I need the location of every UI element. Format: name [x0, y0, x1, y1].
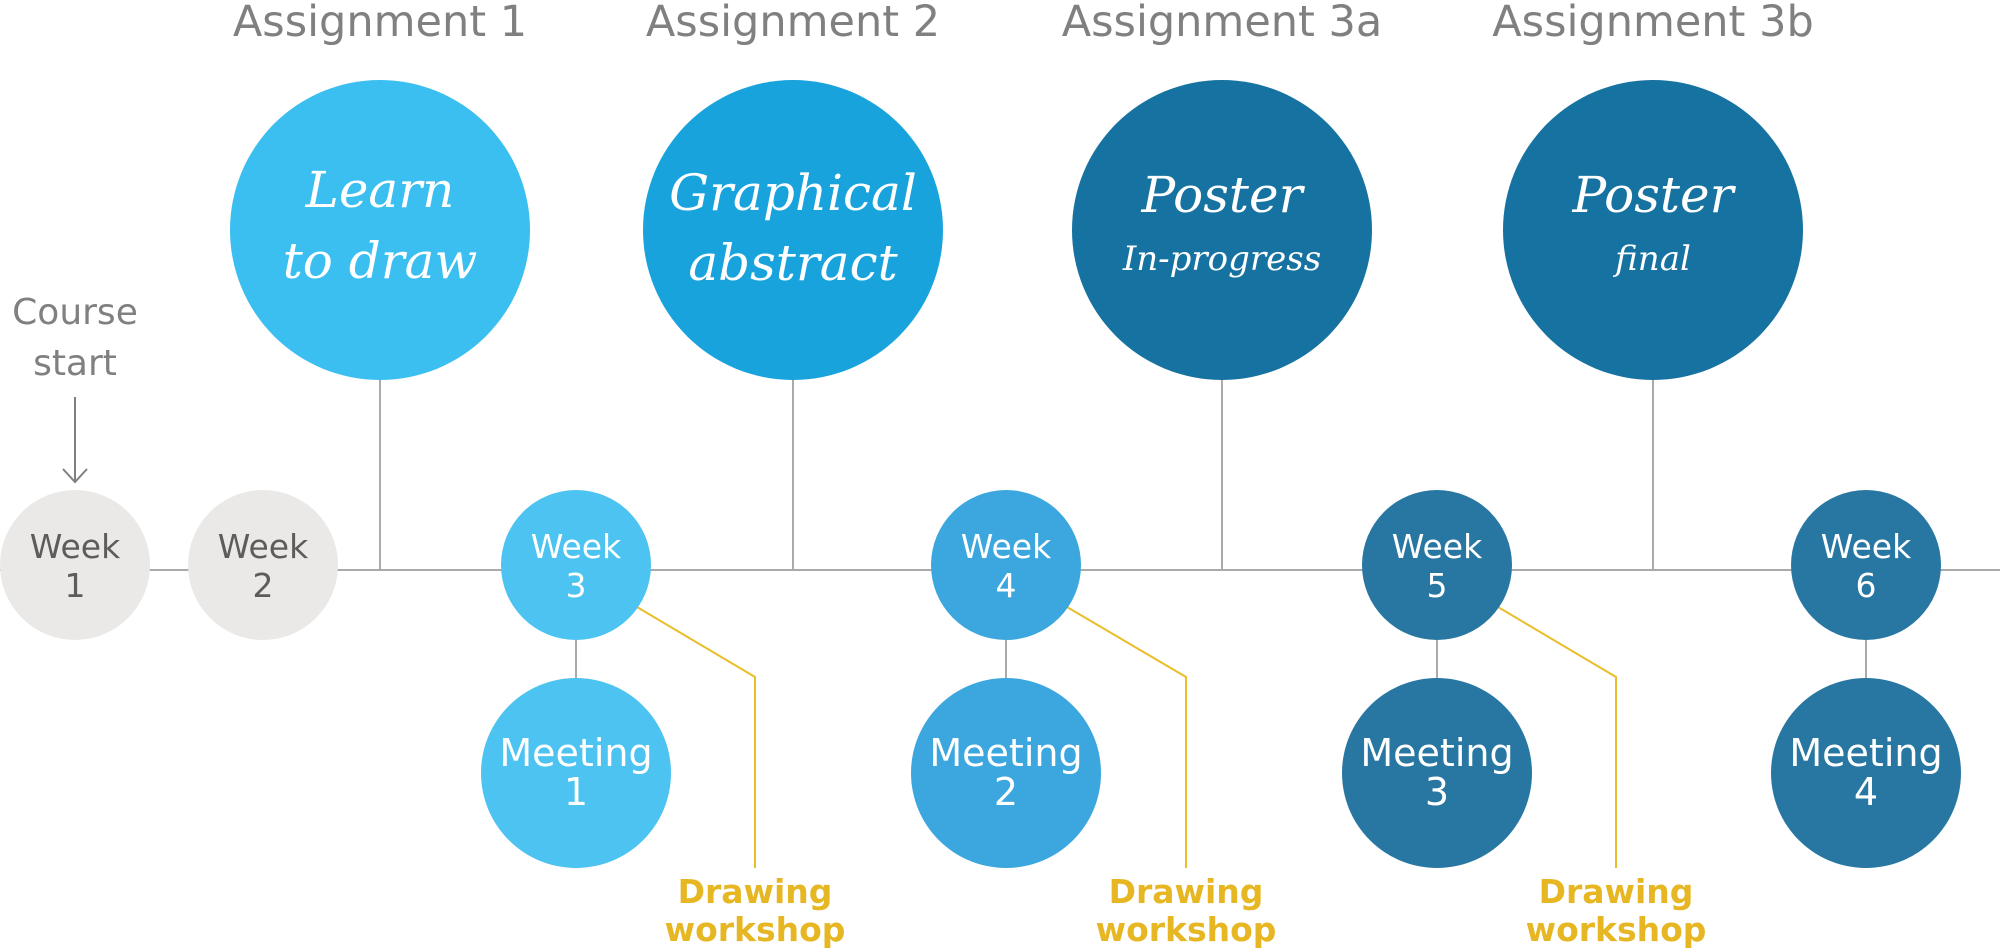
meeting-node-4[interactable]: Meeting 4: [1771, 678, 1961, 868]
meeting-number: 1: [564, 770, 588, 814]
meeting-circle[interactable]: [911, 678, 1101, 868]
week-circle[interactable]: [1791, 490, 1941, 640]
assignment-name-line2: to draw: [283, 232, 478, 290]
workshop-label-line1: Drawing: [1109, 872, 1264, 911]
week-number: 5: [1427, 566, 1448, 605]
week-label: Week: [1392, 527, 1483, 566]
workshop-connector-2: [1066, 606, 1187, 868]
meeting-node-2[interactable]: Meeting 2: [911, 678, 1101, 868]
week-number: 6: [1856, 566, 1877, 605]
assignment-name-line1: Poster: [1141, 166, 1306, 224]
assignment-name-line2: abstract: [688, 234, 898, 292]
course-start-marker: Course start: [12, 292, 138, 484]
assignment-name-line1: Poster: [1572, 166, 1737, 224]
week-node-6[interactable]: Week 6: [1791, 490, 1941, 640]
course-start-label-line2: start: [33, 343, 117, 384]
assignment-title: Assignment 2: [646, 0, 940, 47]
week-number: 4: [996, 566, 1017, 605]
week-node-2[interactable]: Week 2: [188, 490, 338, 640]
assignment-name-line1: Learn: [305, 161, 455, 219]
meeting-number: 4: [1854, 770, 1878, 814]
week-number: 3: [566, 566, 587, 605]
week-circle[interactable]: [931, 490, 1081, 640]
assignment-3b[interactable]: Assignment 3b Poster final: [1492, 0, 1814, 380]
week-node-3[interactable]: Week 3: [501, 490, 651, 640]
assignment-name-line2: final: [1612, 239, 1691, 279]
week-node-4[interactable]: Week 4: [931, 490, 1081, 640]
week-node-1[interactable]: Week 1: [0, 490, 150, 640]
week-label: Week: [531, 527, 622, 566]
assignment-circle[interactable]: [643, 80, 943, 380]
week-circle[interactable]: [0, 490, 150, 640]
week-number: 2: [253, 566, 274, 605]
meeting-number: 3: [1425, 770, 1449, 814]
workshop-label-line1: Drawing: [678, 872, 833, 911]
assignment-3a[interactable]: Assignment 3a Poster In-progress: [1062, 0, 1383, 380]
course-start-label-line1: Course: [12, 292, 138, 333]
assignment-1[interactable]: Assignment 1 Learn to draw: [230, 0, 530, 380]
workshop-label-line1: Drawing: [1539, 872, 1694, 911]
meeting-label: Meeting: [499, 731, 652, 775]
week-circle[interactable]: [1362, 490, 1512, 640]
week-label: Week: [1821, 527, 1912, 566]
meeting-node-3[interactable]: Meeting 3: [1342, 678, 1532, 868]
assignment-title: Assignment 3a: [1062, 0, 1383, 47]
meeting-label: Meeting: [1360, 731, 1513, 775]
drawing-workshop-3[interactable]: Drawing workshop: [1526, 872, 1707, 949]
meeting-node-1[interactable]: Meeting 1: [481, 678, 671, 868]
workshop-label-line2: workshop: [665, 910, 846, 949]
week-circle[interactable]: [188, 490, 338, 640]
meeting-circle[interactable]: [1771, 678, 1961, 868]
drawing-workshop-1[interactable]: Drawing workshop: [665, 872, 846, 949]
workshop-connector-3: [1497, 606, 1617, 868]
assignment-title: Assignment 3b: [1492, 0, 1814, 47]
assignment-name-line2: In-progress: [1122, 239, 1321, 279]
meeting-circle[interactable]: [481, 678, 671, 868]
week-node-5[interactable]: Week 5: [1362, 490, 1512, 640]
assignment-circle[interactable]: [1503, 80, 1803, 380]
meeting-label: Meeting: [1789, 731, 1942, 775]
meeting-label: Meeting: [929, 731, 1082, 775]
meeting-number: 2: [994, 770, 1018, 814]
week-number: 1: [65, 566, 86, 605]
week-label: Week: [218, 527, 309, 566]
drawing-workshop-2[interactable]: Drawing workshop: [1096, 872, 1277, 949]
week-label: Week: [30, 527, 121, 566]
week-circle[interactable]: [501, 490, 651, 640]
assignment-circle[interactable]: [1072, 80, 1372, 380]
meeting-circle[interactable]: [1342, 678, 1532, 868]
workshop-label-line2: workshop: [1526, 910, 1707, 949]
workshop-label-line2: workshop: [1096, 910, 1277, 949]
arrow-down-icon: [62, 397, 88, 484]
assignment-name-line1: Graphical: [669, 164, 917, 222]
assignment-title: Assignment 1: [233, 0, 527, 47]
assignment-2[interactable]: Assignment 2 Graphical abstract: [643, 0, 943, 380]
week-label: Week: [961, 527, 1052, 566]
workshop-connector-1: [636, 606, 756, 868]
assignment-circle[interactable]: [230, 80, 530, 380]
